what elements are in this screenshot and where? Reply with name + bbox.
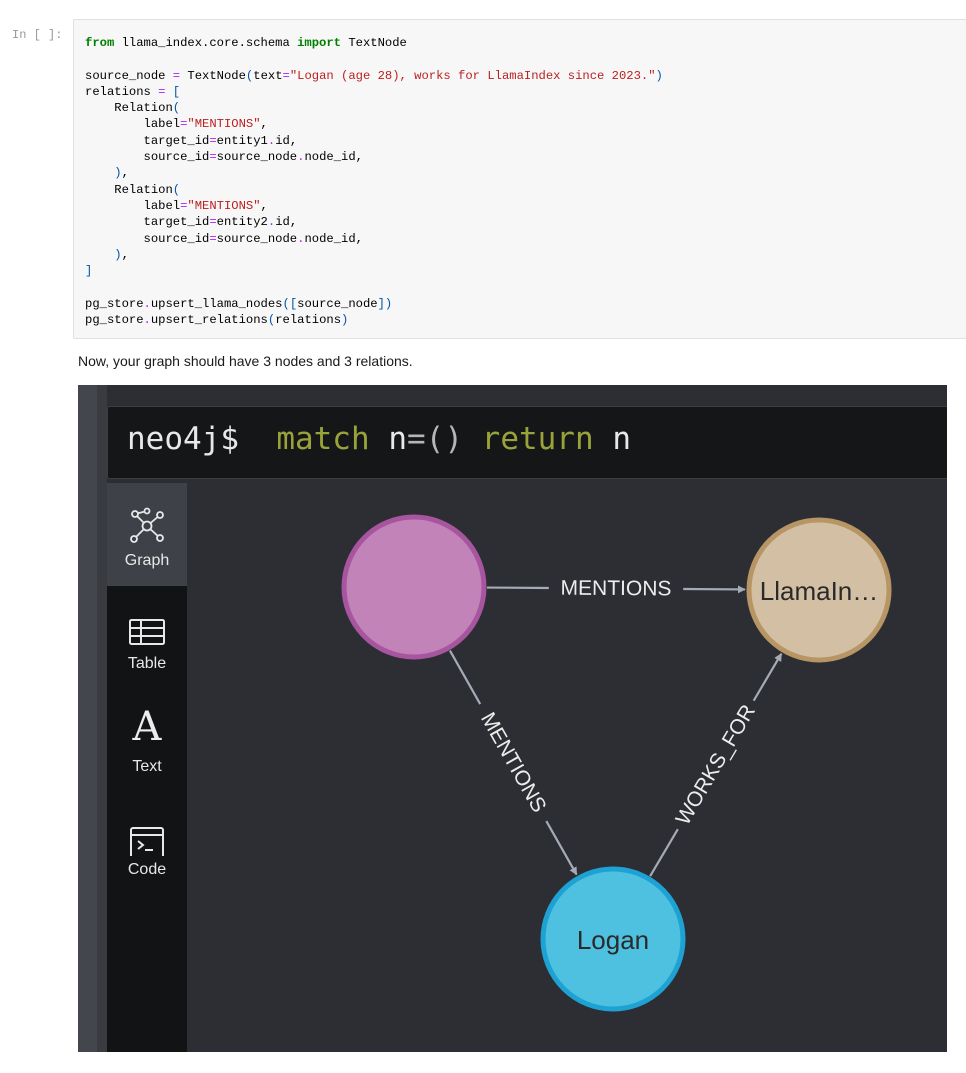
query-variable: n: [388, 421, 407, 457]
neo4j-prompt: neo4j$: [127, 421, 239, 457]
cell-prompt: In [ ]:: [12, 28, 63, 42]
edge-arrow: [752, 653, 783, 702]
graph-edge[interactable]: WORKS_FOR: [649, 653, 783, 877]
view-tab-label: Code: [127, 861, 167, 878]
code-line: pg_store.upsert_relations(relations): [85, 313, 349, 328]
node-circle: [540, 866, 686, 1012]
graph-node-source[interactable]: [341, 514, 487, 660]
code-line: from llama_index.core.schema import Text…: [85, 36, 407, 50]
text-icon: A: [132, 704, 162, 750]
graph-edge[interactable]: MENTIONS: [486, 577, 746, 601]
nodes-layer: LlamaIn… Logan: [341, 514, 892, 1012]
code-line: Relation(: [85, 182, 181, 197]
neo4j-command-bar[interactable]: neo4j$ match n=() return n: [107, 406, 947, 479]
code-line: relations = [: [85, 84, 181, 99]
code-icon: [130, 827, 164, 856]
code-line: source_node = TextNode(text="Logan (age …: [85, 68, 663, 83]
code-cell[interactable]: from llama_index.core.schema import Text…: [73, 19, 966, 339]
code-line: source_id=source_node.node_id,: [85, 150, 363, 165]
code-line: ]: [85, 264, 93, 279]
node-label: Logan: [577, 925, 649, 955]
edge-line: [448, 650, 482, 705]
code-line: pg_store.upsert_llama_nodes([source_node…: [85, 296, 393, 311]
code-line: source_id=source_node.node_id,: [85, 231, 363, 246]
graph-node-llama[interactable]: LlamaIn…: [746, 517, 892, 663]
graph-svg[interactable]: MENTIONS MENTIONS WORKS_FOR LlamaIn… Logan: [187, 483, 947, 1052]
neo4j-query[interactable]: neo4j$ match n=() return n: [127, 421, 631, 457]
view-tab-code[interactable]: Code: [107, 792, 187, 895]
markdown-text: Now, your graph should have 3 nodes and …: [78, 353, 413, 369]
graph-canvas[interactable]: MENTIONS MENTIONS WORKS_FOR LlamaIn… Logan: [187, 483, 947, 1052]
edges-layer: MENTIONS MENTIONS WORKS_FOR: [448, 577, 783, 877]
code-editor[interactable]: from llama_index.core.schema import Text…: [85, 35, 663, 328]
code-line: label="MENTIONS",: [85, 117, 268, 132]
neo4j-browser-screenshot: neo4j$ match n=() return n: [78, 385, 947, 1052]
edge-line: [649, 828, 679, 877]
edge-label: WORKS_FOR: [671, 701, 760, 829]
table-icon: [129, 619, 165, 645]
query-keyword-return: return: [481, 421, 594, 457]
query-equals: =: [406, 421, 426, 457]
neo4j-left-rail-inner: [97, 385, 107, 1052]
query-parens: (): [425, 421, 463, 457]
query-return-variable: n: [612, 421, 631, 457]
code-line: ),: [114, 247, 129, 262]
edge-arrow: [545, 820, 578, 876]
edge-label: MENTIONS: [560, 577, 671, 601]
code-line: target_id=entity1.id,: [85, 133, 298, 148]
neo4j-view-sidebar: Graph Table A Text: [107, 483, 187, 1052]
graph-edge[interactable]: MENTIONS: [448, 650, 578, 876]
code-line: label="MENTIONS",: [85, 198, 268, 213]
code-line: Relation(: [85, 101, 181, 116]
node-circle: [746, 517, 892, 663]
view-tab-label: Graph: [124, 552, 170, 569]
node-circle: [341, 514, 487, 660]
query-keyword-match: match: [276, 421, 370, 457]
neo4j-left-rail: [78, 385, 97, 1052]
edge-label: MENTIONS: [476, 709, 551, 817]
code-line: ),: [114, 166, 129, 181]
view-tab-label: Text: [132, 758, 162, 775]
node-label: LlamaIn…: [760, 576, 879, 606]
code-line: target_id=entity2.id,: [85, 215, 298, 230]
graph-icon: [130, 507, 164, 543]
view-tab-graph[interactable]: Graph: [107, 483, 187, 586]
view-tab-label: Table: [127, 655, 167, 672]
view-tab-text[interactable]: A Text: [107, 689, 187, 792]
view-tab-table[interactable]: Table: [107, 586, 187, 689]
graph-node-logan[interactable]: Logan: [540, 866, 686, 1012]
